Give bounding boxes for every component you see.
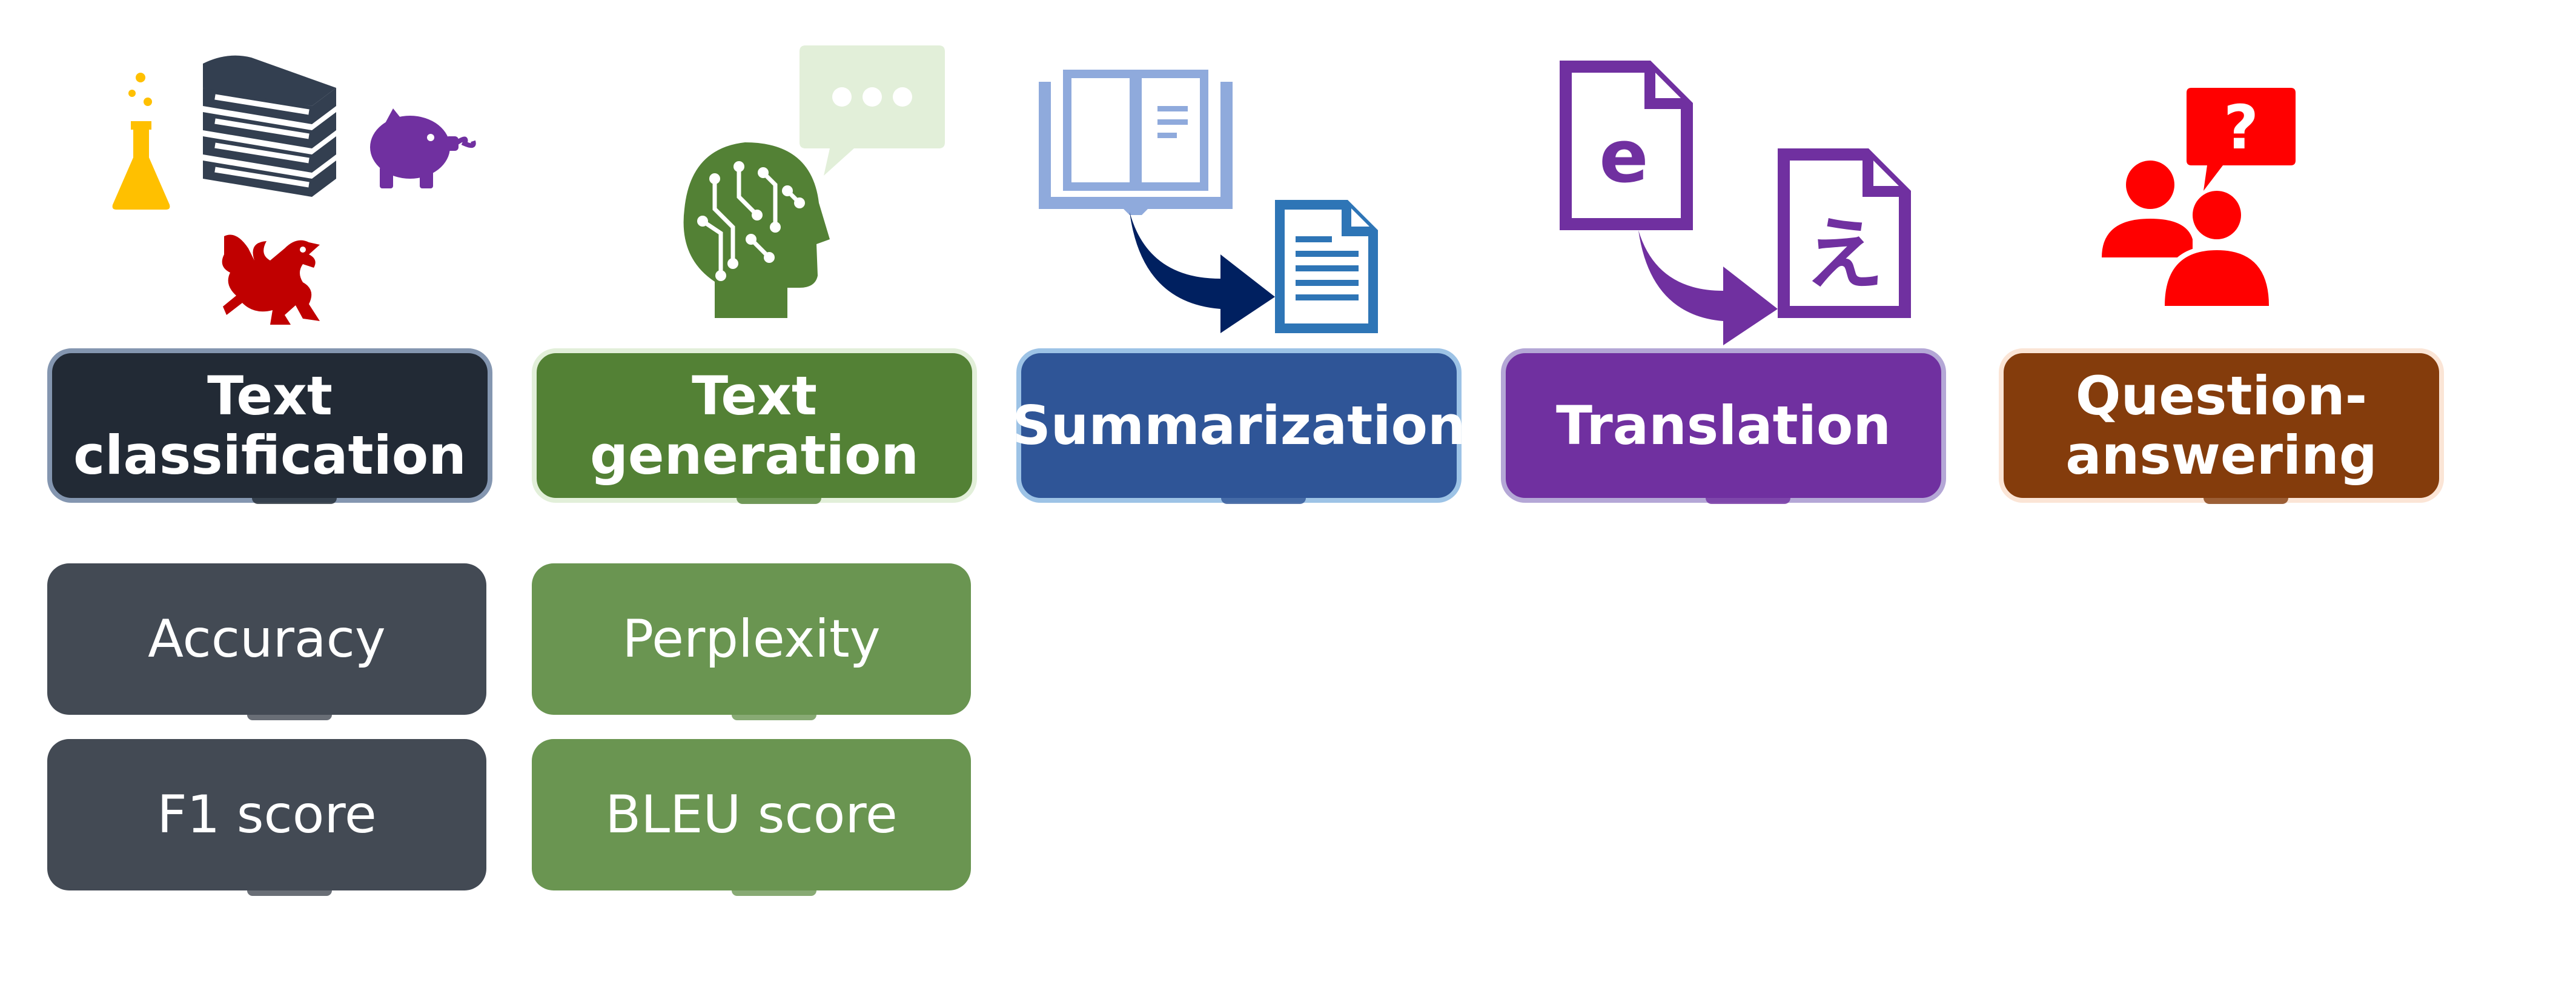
- qa-icons: ?: [2102, 88, 2302, 306]
- task-question-answering: Question- answering: [1999, 348, 2444, 504]
- open-book-icon: [1039, 70, 1233, 215]
- piggy-bank-icon: [370, 108, 476, 188]
- people-icon: [2102, 161, 2274, 306]
- flask-icon: [112, 73, 170, 210]
- metric-label: BLEU score: [605, 784, 898, 845]
- metric-label: Accuracy: [148, 609, 386, 669]
- task-text-classification: Text classification: [47, 348, 492, 504]
- metric-label: Perplexity: [622, 609, 881, 669]
- document-e-glyph: e: [1599, 115, 1648, 199]
- task-label: Text classification: [73, 364, 466, 486]
- books-icon: [203, 55, 336, 197]
- document-japanese-glyph: え: [1805, 208, 1884, 300]
- task-label: Summarization: [1012, 394, 1466, 457]
- metric-bleu-score: BLEU score: [532, 739, 971, 896]
- document-japanese-icon: え: [1778, 148, 1911, 318]
- document-e-icon: e: [1560, 61, 1693, 230]
- arrow-icon: [1130, 212, 1275, 333]
- task-label: Question- answering: [2065, 364, 2377, 486]
- metric-label: F1 score: [157, 784, 377, 845]
- metric-accuracy: Accuracy: [47, 563, 486, 720]
- task-translation: Translation: [1501, 348, 1946, 504]
- task-text-generation: Text generation: [532, 348, 977, 504]
- task-label: Translation: [1555, 394, 1892, 457]
- speech-bubble-icon: [800, 45, 945, 176]
- task-summarization: Summarization: [1012, 348, 1466, 504]
- summarization-icons: [1039, 70, 1378, 336]
- translation-icons: e え: [1560, 61, 1923, 345]
- head-circuit-icon: [683, 142, 830, 318]
- classification-icons: [109, 48, 497, 333]
- metric-f1-score: F1 score: [47, 739, 486, 896]
- task-label: Text generation: [589, 364, 919, 486]
- generation-icons: [678, 45, 951, 318]
- question-bubble-icon: ?: [2187, 88, 2296, 191]
- arrow-icon: [1638, 230, 1778, 345]
- metric-perplexity: Perplexity: [532, 563, 971, 720]
- document-icon: [1275, 200, 1378, 333]
- dragon-icon: [222, 234, 320, 325]
- question-mark-glyph: ?: [2223, 92, 2259, 163]
